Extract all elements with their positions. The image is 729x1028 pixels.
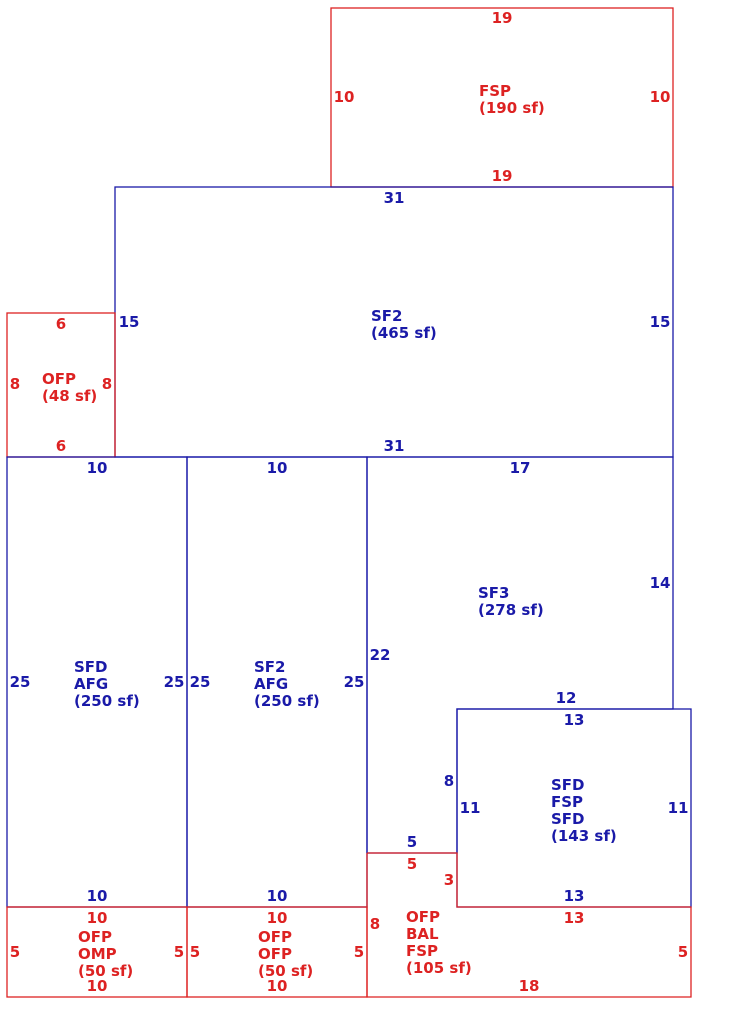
dim-right: 25 <box>344 673 365 691</box>
area-sf2-afg: 10 25 25 10 SF2 AFG (250 sf) <box>186 456 368 908</box>
dim-left: 25 <box>10 673 31 691</box>
area-sf2-main: 31 15 15 31 SF2 (465 sf) <box>114 186 674 458</box>
dim-top: 13 <box>564 711 585 729</box>
dim-left: 8 <box>370 915 380 933</box>
dim-right: 8 <box>102 375 112 393</box>
dim-left: 5 <box>10 943 20 961</box>
dim-right: 10 <box>650 88 671 106</box>
area-label: OFP (48 sf) <box>42 370 97 405</box>
dim-bottom: 10 <box>267 887 288 905</box>
area-label: FSP (190 sf) <box>479 82 545 117</box>
area-ofp-left: 6 8 8 6 OFP (48 sf) <box>6 312 116 458</box>
dim-bottom: 31 <box>384 437 405 455</box>
area-fsp-top: 19 10 10 19 FSP (190 sf) <box>330 7 674 188</box>
dim-top: 17 <box>510 459 531 477</box>
dim-right: 15 <box>650 313 671 331</box>
dim-bottom: 13 <box>564 887 585 905</box>
dim-bottom: 5 <box>407 833 417 851</box>
dim-top: 10 <box>267 459 288 477</box>
area-label: SF2 (465 sf) <box>371 307 437 342</box>
dim-top: 10 <box>87 459 108 477</box>
dim-right: 5 <box>678 943 688 961</box>
area-outline <box>366 456 674 854</box>
area-ofp-omp: 10 5 5 10 OFP OMP (50 sf) <box>6 906 188 998</box>
dim-bottom: 19 <box>492 167 513 185</box>
area-ofp-ofp: 10 5 5 10 OFP OFP (50 sf) <box>186 906 368 998</box>
dim-inner: 8 <box>444 772 454 790</box>
dim-right: 5 <box>354 943 364 961</box>
dim-left: 10 <box>334 88 355 106</box>
area-outline <box>366 852 692 998</box>
dim-top: 5 <box>407 855 417 873</box>
area-ofp-bal-fsp: 5 3 13 8 5 18 OFP BAL FSP (105 sf) <box>366 852 692 998</box>
dim-step: 13 <box>564 909 585 927</box>
area-label: OFP OMP (50 sf) <box>78 928 133 980</box>
dim-right: 25 <box>164 673 185 691</box>
dim-top: 10 <box>87 909 108 927</box>
area-label: SF3 (278 sf) <box>478 584 544 619</box>
area-label: OFP OFP (50 sf) <box>258 928 313 980</box>
dim-right: 11 <box>668 799 689 817</box>
area-sfd-fsp-sfd: 13 11 11 13 SFD FSP SFD (143 sf) <box>456 708 692 908</box>
dim-left: 11 <box>460 799 481 817</box>
area-label: OFP BAL FSP (105 sf) <box>406 908 472 977</box>
dim-left: 5 <box>190 943 200 961</box>
dim-left: 25 <box>190 673 211 691</box>
area-label: SFD FSP SFD (143 sf) <box>551 776 617 845</box>
dim-top: 10 <box>267 909 288 927</box>
area-label: SF2 AFG (250 sf) <box>254 658 320 710</box>
dim-step: 12 <box>556 689 577 707</box>
dim-bottom: 10 <box>87 977 108 995</box>
dim-top: 6 <box>56 315 66 333</box>
dim-inner: 3 <box>444 871 454 889</box>
dim-left: 22 <box>370 646 391 664</box>
dim-bottom: 18 <box>519 977 540 995</box>
area-sfd-afg: 10 25 25 10 SFD AFG (250 sf) <box>6 456 188 908</box>
dim-left: 15 <box>119 313 140 331</box>
area-sf3: 17 14 12 22 8 5 SF3 (278 sf) <box>366 456 674 854</box>
dim-bottom: 10 <box>87 887 108 905</box>
dim-right: 5 <box>174 943 184 961</box>
dim-left: 8 <box>10 375 20 393</box>
dim-top: 19 <box>492 9 513 27</box>
dim-bottom: 6 <box>56 437 66 455</box>
area-label: SFD AFG (250 sf) <box>74 658 140 710</box>
dim-right: 14 <box>650 574 671 592</box>
dim-top: 31 <box>384 189 405 207</box>
dim-bottom: 10 <box>267 977 288 995</box>
